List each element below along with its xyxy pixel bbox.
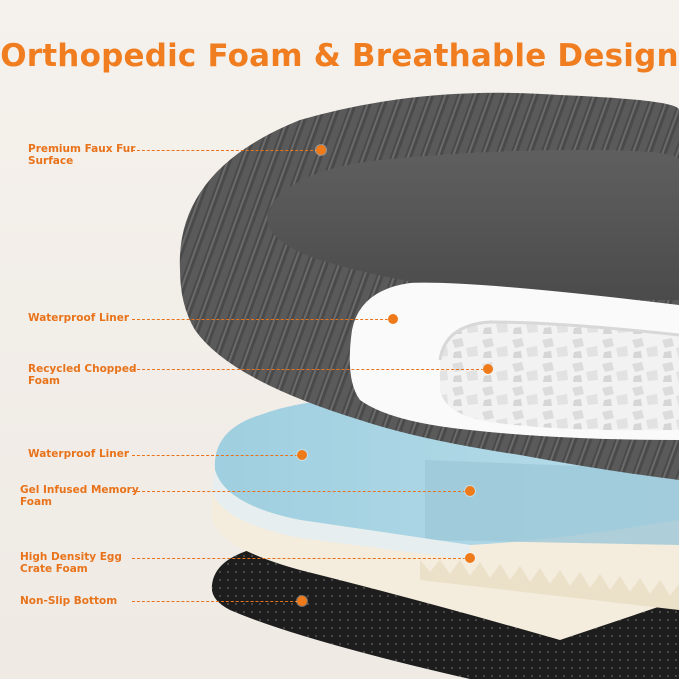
layer-label-egg-crate-foam: High Density Egg Crate Foam: [20, 551, 122, 575]
layer-label-chopped-foam: Recycled Chopped Foam: [28, 363, 137, 387]
marker-dot: [316, 145, 326, 155]
leader-line: [132, 150, 318, 151]
leader-line: [132, 369, 484, 370]
leader-line: [132, 319, 388, 320]
leader-line: [132, 455, 298, 456]
leader-line: [132, 558, 466, 559]
leader-line: [132, 491, 466, 492]
layer-label-gel-memory-foam: Gel Infused Memory Foam: [20, 484, 139, 508]
layer-label-fur-surface: Premium Faux Fur Surface: [28, 143, 136, 167]
layer-label-waterproof-liner-top: Waterproof Liner: [28, 312, 130, 324]
marker-dot: [483, 364, 493, 374]
layer-label-non-slip-bottom: Non-Slip Bottom: [20, 595, 118, 607]
marker-dot: [297, 450, 307, 460]
layer-label-waterproof-liner-bottom: Waterproof Liner: [28, 448, 130, 460]
page-title: Orthopedic Foam & Breathable Design: [0, 38, 679, 74]
leader-line: [132, 601, 298, 602]
marker-dot: [465, 486, 475, 496]
chopped-foam-cross-section: [349, 282, 679, 440]
marker-dot: [388, 314, 398, 324]
marker-dot: [297, 596, 307, 606]
marker-dot: [465, 553, 475, 563]
